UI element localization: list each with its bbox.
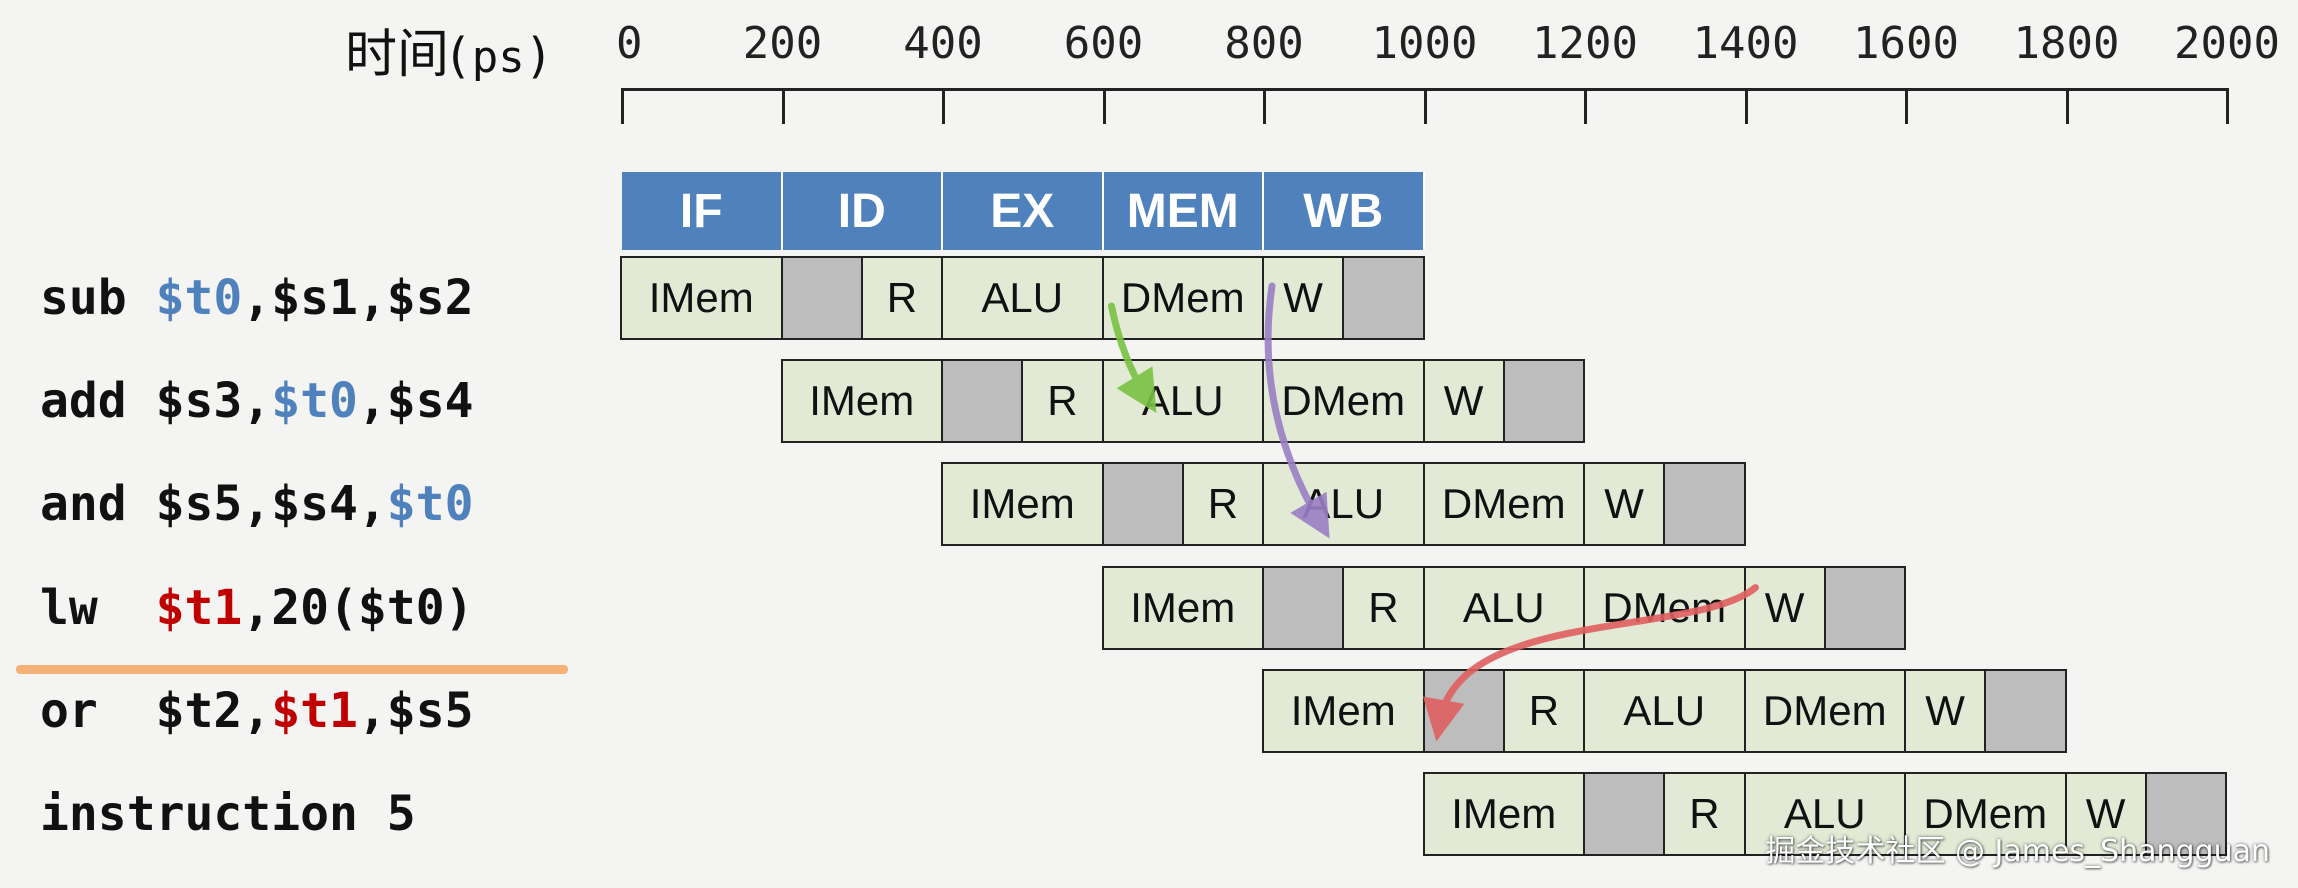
pipeline-cell-w: W [2064, 772, 2147, 856]
pipeline-cell-imem: IMem [1422, 772, 1585, 856]
pipeline-bubble [1422, 668, 1505, 753]
pipeline-cell-imem: IMem [941, 462, 1104, 547]
pipeline-cell-w: W [1743, 565, 1826, 650]
register-highlight: $t0 [386, 476, 474, 533]
axis-tick-label: 200 [742, 18, 823, 69]
pipeline-bubble [1663, 462, 1746, 547]
instruction-label: and $s5,$s4,$t0 [40, 474, 473, 534]
pipeline-cell-alu: ALU [1583, 668, 1746, 753]
axis-tick-label: 1400 [1692, 18, 1799, 69]
instruction-label: sub $t0,$s1,$s2 [40, 268, 473, 328]
axis-tick-label: 800 [1224, 18, 1304, 69]
instruction-text: or $t2, [40, 682, 272, 739]
axis-tick-label: 1200 [1532, 18, 1638, 69]
pipeline-cell-dmem: DMem [1262, 359, 1425, 444]
stage-header-if: IF [622, 172, 783, 250]
instruction-text: ,20($t0) [242, 579, 474, 636]
instruction-label: instruction 5 [40, 784, 416, 844]
pipeline-cell-w: W [1904, 668, 1987, 753]
axis-tick-label: 1800 [2013, 18, 2120, 69]
register-highlight: $t0 [155, 270, 243, 326]
pipeline-cell-r: R [1021, 359, 1104, 444]
axis-tick [1102, 88, 1106, 124]
pipeline-cell-imem: IMem [1101, 565, 1264, 650]
pipeline-bubble [2144, 772, 2227, 856]
register-highlight: $t0 [271, 373, 358, 430]
time-axis-label: 时间 [345, 25, 450, 85]
instruction-label: or $t2,$t1,$s5 [40, 681, 473, 741]
pipeline-bubble [780, 256, 863, 340]
pipeline-cell-w: W [1422, 359, 1505, 444]
pipeline-bubble [1823, 565, 1906, 650]
register-highlight: $t1 [155, 579, 243, 636]
instruction-text: lw [40, 579, 156, 636]
stage-header-wb: WB [1264, 172, 1425, 250]
pipeline-cell-alu: ALU [941, 256, 1104, 340]
axis-tick [621, 88, 624, 124]
instruction-text: sub [40, 270, 156, 326]
pipeline-cell-dmem: DMem [1583, 565, 1746, 650]
pipeline-bubble [1502, 359, 1585, 444]
pipeline-cell-dmem: DMem [1422, 462, 1585, 547]
instruction-text: instruction 5 [40, 786, 416, 842]
axis-tick-label: 1000 [1371, 18, 1478, 69]
axis-tick-label: 1600 [1853, 18, 1959, 69]
pipeline-bubble [1342, 256, 1425, 340]
pipeline-cell-imem: IMem [1262, 668, 1425, 753]
axis-close-paren: ) [528, 28, 548, 84]
axis-tick [1584, 88, 1587, 124]
instruction-text: ,$s1,$s2 [242, 270, 474, 326]
instruction-text: ,$s5 [357, 682, 474, 739]
instruction-text: and $s5,$s4, [40, 476, 387, 533]
instruction-text: add $s3, [40, 373, 272, 430]
watermark: 掘金技术社区 @ James_Shangguan [1765, 834, 2270, 869]
pipeline-cell-dmem: DMem [1743, 668, 1906, 753]
time-axis-title: 时间 ( ps ) [345, 12, 548, 85]
axis-tick-label: 0 [616, 18, 643, 69]
axis-tick-label: 600 [1063, 18, 1144, 69]
pipeline-cell-alu: ALU [1743, 772, 1906, 856]
pipeline-cell-alu: ALU [1101, 359, 1264, 444]
pipeline-cell-r: R [860, 256, 943, 340]
pipeline-bubble [1984, 668, 2067, 753]
axis-tick [781, 88, 785, 124]
pipeline-cell-alu: ALU [1262, 462, 1425, 547]
axis-tick [1423, 88, 1427, 124]
axis-tick [2065, 88, 2069, 124]
pipeline-bubble [1262, 565, 1345, 650]
axis-tick-label: 2000 [2174, 18, 2280, 69]
time-axis-unit: ps [471, 32, 525, 83]
load-use-hazard-underline [16, 665, 568, 674]
instruction-label: add $s3,$t0,$s4 [40, 371, 473, 431]
axis-tick [2226, 88, 2229, 124]
pipeline-cell-dmem: DMem [1101, 256, 1264, 340]
pipeline-cell-w: W [1583, 462, 1666, 547]
pipeline-bubble [1583, 772, 1666, 856]
pipeline-cell-r: R [1342, 565, 1425, 650]
pipeline-cell-w: W [1262, 256, 1345, 340]
axis-tick [1263, 88, 1266, 124]
stage-header-ex: EX [943, 172, 1104, 250]
pipeline-cell-imem: IMem [780, 359, 943, 444]
instruction-text: ,$s4 [357, 373, 474, 430]
stage-header-id: ID [782, 172, 943, 250]
pipeline-cell-r: R [1502, 668, 1585, 753]
pipeline-cell-alu: ALU [1422, 565, 1585, 650]
axis-tick [942, 88, 945, 124]
instruction-label: lw $t1,20($t0) [40, 578, 473, 638]
pipeline-bubble [941, 359, 1024, 444]
pipeline-cell-r: R [1181, 462, 1264, 547]
pipeline-cell-imem: IMem [620, 256, 783, 340]
axis-tick [1905, 88, 1908, 124]
stage-header-mem: MEM [1103, 172, 1264, 250]
pipeline-cell-r: R [1663, 772, 1746, 856]
axis-open-paren: ( [449, 28, 468, 84]
pipeline-bubble [1101, 462, 1184, 547]
register-highlight: $t1 [271, 682, 358, 739]
axis-tick-label: 400 [903, 18, 983, 69]
axis-tick [1744, 88, 1748, 124]
